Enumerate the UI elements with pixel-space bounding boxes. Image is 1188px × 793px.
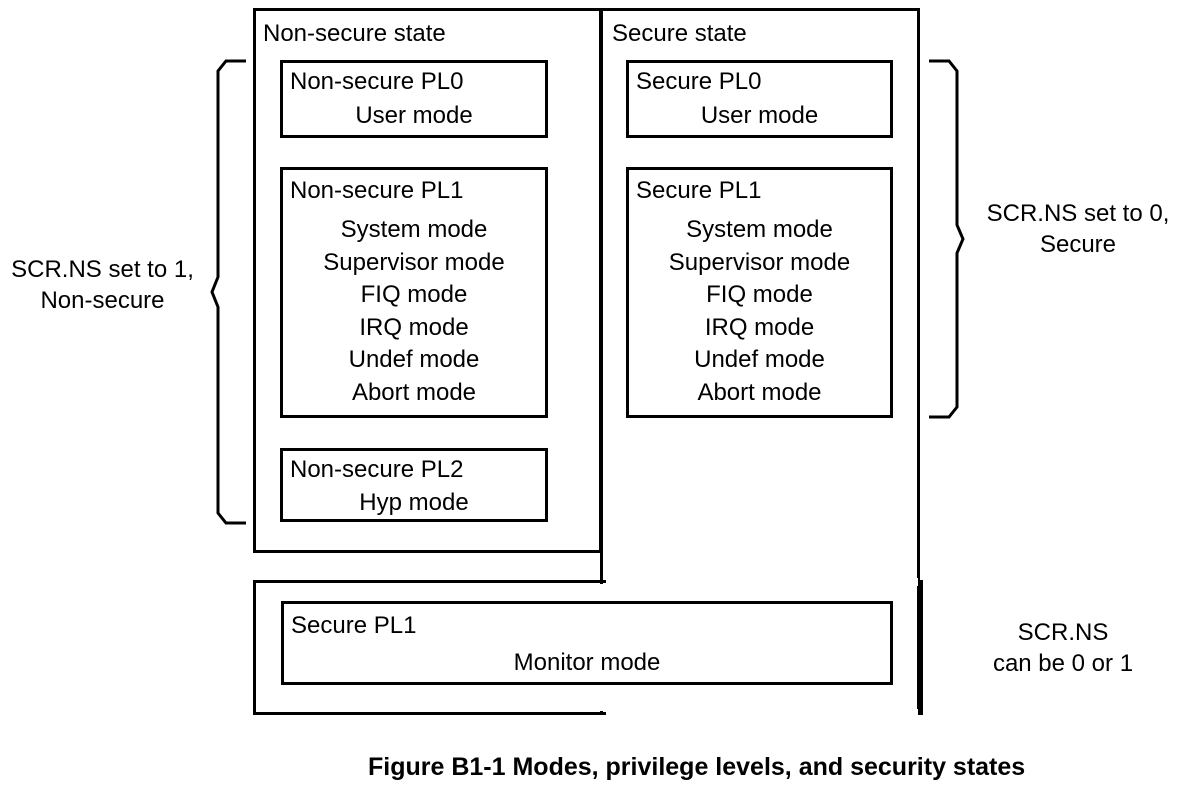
mode-item: Undef mode	[694, 346, 825, 373]
mode-item: System mode	[340, 216, 488, 243]
right-bottom-annotation-line-1: SCR.NS	[1017, 619, 1109, 646]
secure-pl0-box	[626, 60, 893, 138]
non-secure-pl2-box	[280, 448, 548, 522]
non-secure-pl2-mode-hyp: Hyp mode	[359, 489, 469, 516]
secure-pl1-mode-list: System mode Supervisor mode FIQ mode IRQ…	[626, 214, 893, 409]
mode-item: IRQ mode	[359, 313, 469, 341]
mode-item: FIQ mode	[360, 281, 468, 308]
non-secure-pl1-mode-list: System mode Supervisor mode FIQ mode IRQ…	[280, 214, 548, 409]
right-bottom-annotation-line-2: can be 0 or 1	[992, 650, 1134, 677]
right-bottom-annotation: SCR.NS can be 0 or 1	[948, 617, 1178, 679]
figure-caption: Figure B1-1 Modes, privilege levels, and…	[368, 753, 1026, 781]
mode-item: Abort mode	[697, 378, 822, 406]
monitor-secure-pl1-label: Secure PL1	[291, 612, 417, 639]
left-annotation-line-2: Non-secure	[40, 287, 165, 314]
non-secure-state-label: Non-secure state	[263, 20, 446, 47]
non-secure-pl1-box	[280, 167, 548, 418]
non-secure-pl0-box	[280, 60, 548, 138]
secure-pl0-label: Secure PL0	[636, 68, 762, 95]
monitor-container-top-mask	[606, 578, 918, 586]
mode-item: Supervisor mode	[668, 248, 851, 276]
left-annotation: SCR.NS set to 1, Non-secure	[0, 254, 205, 316]
non-secure-pl0-mode-user: User mode	[355, 102, 473, 129]
right-top-annotation-line-2: Secure	[1039, 231, 1117, 258]
monitor-mode-box	[281, 601, 893, 685]
left-annotation-line-1: SCR.NS set to 1,	[11, 256, 194, 283]
monitor-mode-text: Monitor mode	[513, 649, 661, 676]
secure-pl0-mode-user: User mode	[700, 102, 819, 129]
secure-pl1-box	[626, 167, 893, 418]
right-top-annotation-line-1: SCR.NS set to 0,	[986, 200, 1170, 227]
non-secure-pl2-label: Non-secure PL2	[290, 456, 464, 483]
monitor-container-box	[253, 580, 923, 715]
secure-pl1-label: Secure PL1	[636, 177, 762, 204]
secure-box-notch-mask	[598, 584, 607, 711]
non-secure-pl0-label: Non-secure PL0	[290, 68, 464, 95]
mode-item: IRQ mode	[704, 313, 815, 341]
mode-item: System mode	[686, 216, 833, 243]
left-brace-icon	[210, 59, 246, 525]
secure-state-label: Secure state	[612, 20, 747, 47]
non-secure-pl1-label: Non-secure PL1	[290, 177, 464, 204]
monitor-container-bottom-mask	[606, 709, 918, 717]
mode-item: FIQ mode	[706, 281, 813, 308]
mode-item: Supervisor mode	[323, 248, 505, 276]
right-brace-icon	[929, 59, 965, 419]
mode-item: Undef mode	[348, 346, 480, 373]
non-secure-state-box	[253, 8, 602, 553]
right-top-annotation: SCR.NS set to 0, Secure	[968, 198, 1188, 260]
mode-item: Abort mode	[351, 378, 477, 406]
